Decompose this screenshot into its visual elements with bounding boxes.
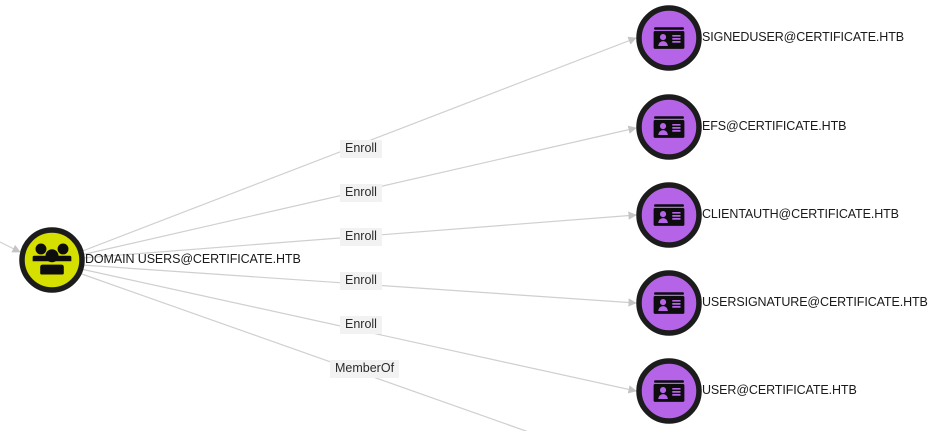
node-label-user: USER@CERTIFICATE.HTB	[702, 383, 857, 397]
edge-line	[0, 241, 21, 253]
users-group-icon	[32, 243, 72, 275]
node-clientauth[interactable]	[636, 182, 702, 248]
edge-memberof-offscreen[interactable]	[78, 272, 540, 431]
node-signeduser[interactable]	[636, 5, 702, 71]
node-label-efs: EFS@CERTIFICATE.HTB	[702, 119, 847, 133]
edge-label-memberof[interactable]: MemberOf	[330, 360, 400, 378]
edge-incoming-stub[interactable]	[0, 240, 21, 253]
node-label-clientauth: CLIENTAUTH@CERTIFICATE.HTB	[702, 207, 899, 221]
node-usersignature[interactable]	[636, 270, 702, 336]
node-user[interactable]	[636, 358, 702, 424]
id-card-icon	[653, 380, 685, 402]
node-label-usersignature: USERSIGNATURE@CERTIFICATE.HTB	[702, 295, 928, 309]
id-card-icon	[653, 292, 685, 314]
edge-line	[78, 272, 528, 431]
node-efs[interactable]	[636, 94, 702, 160]
id-card-icon	[653, 204, 685, 226]
edge-label-enroll-user[interactable]: Enroll	[340, 316, 382, 334]
node-label-domain-users: DOMAIN USERS@CERTIFICATE.HTB	[85, 252, 301, 266]
edge-label-enroll-signeduser[interactable]: Enroll	[340, 140, 382, 158]
edge-label-enroll-clientauth[interactable]: Enroll	[340, 228, 382, 246]
edge-label-enroll-efs[interactable]: Enroll	[340, 184, 382, 202]
id-card-icon	[653, 116, 685, 138]
node-label-signeduser: SIGNEDUSER@CERTIFICATE.HTB	[702, 30, 905, 44]
id-card-icon	[653, 27, 685, 49]
edge-label-enroll-usersignature[interactable]: Enroll	[340, 272, 382, 290]
node-domain-users[interactable]	[19, 227, 85, 293]
